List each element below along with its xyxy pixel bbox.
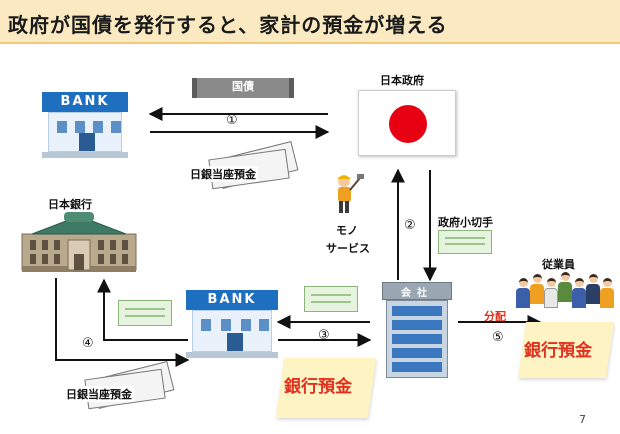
distribution-label: 分配 xyxy=(484,310,506,323)
bond-ticket: 国債 xyxy=(192,78,294,98)
government-label: 日本政府 xyxy=(380,74,424,87)
boj-deposit-label-top: 日銀当座預金 xyxy=(188,166,258,182)
bank-deposit-label-right: 銀行預金 xyxy=(524,341,592,361)
employees-group-icon xyxy=(516,272,616,314)
worker-icon xyxy=(337,174,364,213)
boj-label: 日本銀行 xyxy=(48,198,92,211)
check-icon-middle xyxy=(304,286,358,312)
japan-flag-icon xyxy=(358,90,456,156)
boj-building-icon xyxy=(21,212,137,272)
bank-bottom-sign: BANK xyxy=(186,290,278,310)
bank-top: BANK xyxy=(42,92,128,158)
goods-label: モノ xyxy=(336,224,358,237)
step-5-label: ⑤ xyxy=(492,330,504,345)
step-1-label: ① xyxy=(226,113,238,128)
bank-bottom: BANK xyxy=(186,290,278,358)
arrow-boj-to-bank xyxy=(55,278,190,367)
company-sign: 会社 xyxy=(401,288,433,299)
step-4-label: ④ xyxy=(82,336,94,351)
boj-deposit-label-bottom: 日銀当座預金 xyxy=(64,386,134,402)
gov-check-label: 政府小切手 xyxy=(438,216,493,229)
step-2-label: ② xyxy=(404,218,416,233)
page-number: 7 xyxy=(579,413,586,426)
bank-top-sign: BANK xyxy=(42,92,128,112)
company-building-icon: 会社 xyxy=(382,282,452,380)
bank-deposit-label-middle: 銀行預金 xyxy=(284,377,352,397)
title-bar: 政府が国債を発行すると、家計の預金が増える xyxy=(0,0,620,44)
services-label: サービス xyxy=(326,242,370,255)
gov-check-icon xyxy=(438,230,492,254)
step-3-label: ③ xyxy=(318,328,330,343)
page-title: 政府が国債を発行すると、家計の預金が増える xyxy=(8,13,448,37)
boj-deposit-receipt-bottom: 日銀当座預金 xyxy=(64,361,176,410)
check-icon-left xyxy=(118,300,172,326)
boj-deposit-receipt-top: 日銀当座預金 xyxy=(188,141,300,190)
employees-label: 従業員 xyxy=(542,258,575,271)
arrow-bank-to-boj xyxy=(97,278,188,341)
